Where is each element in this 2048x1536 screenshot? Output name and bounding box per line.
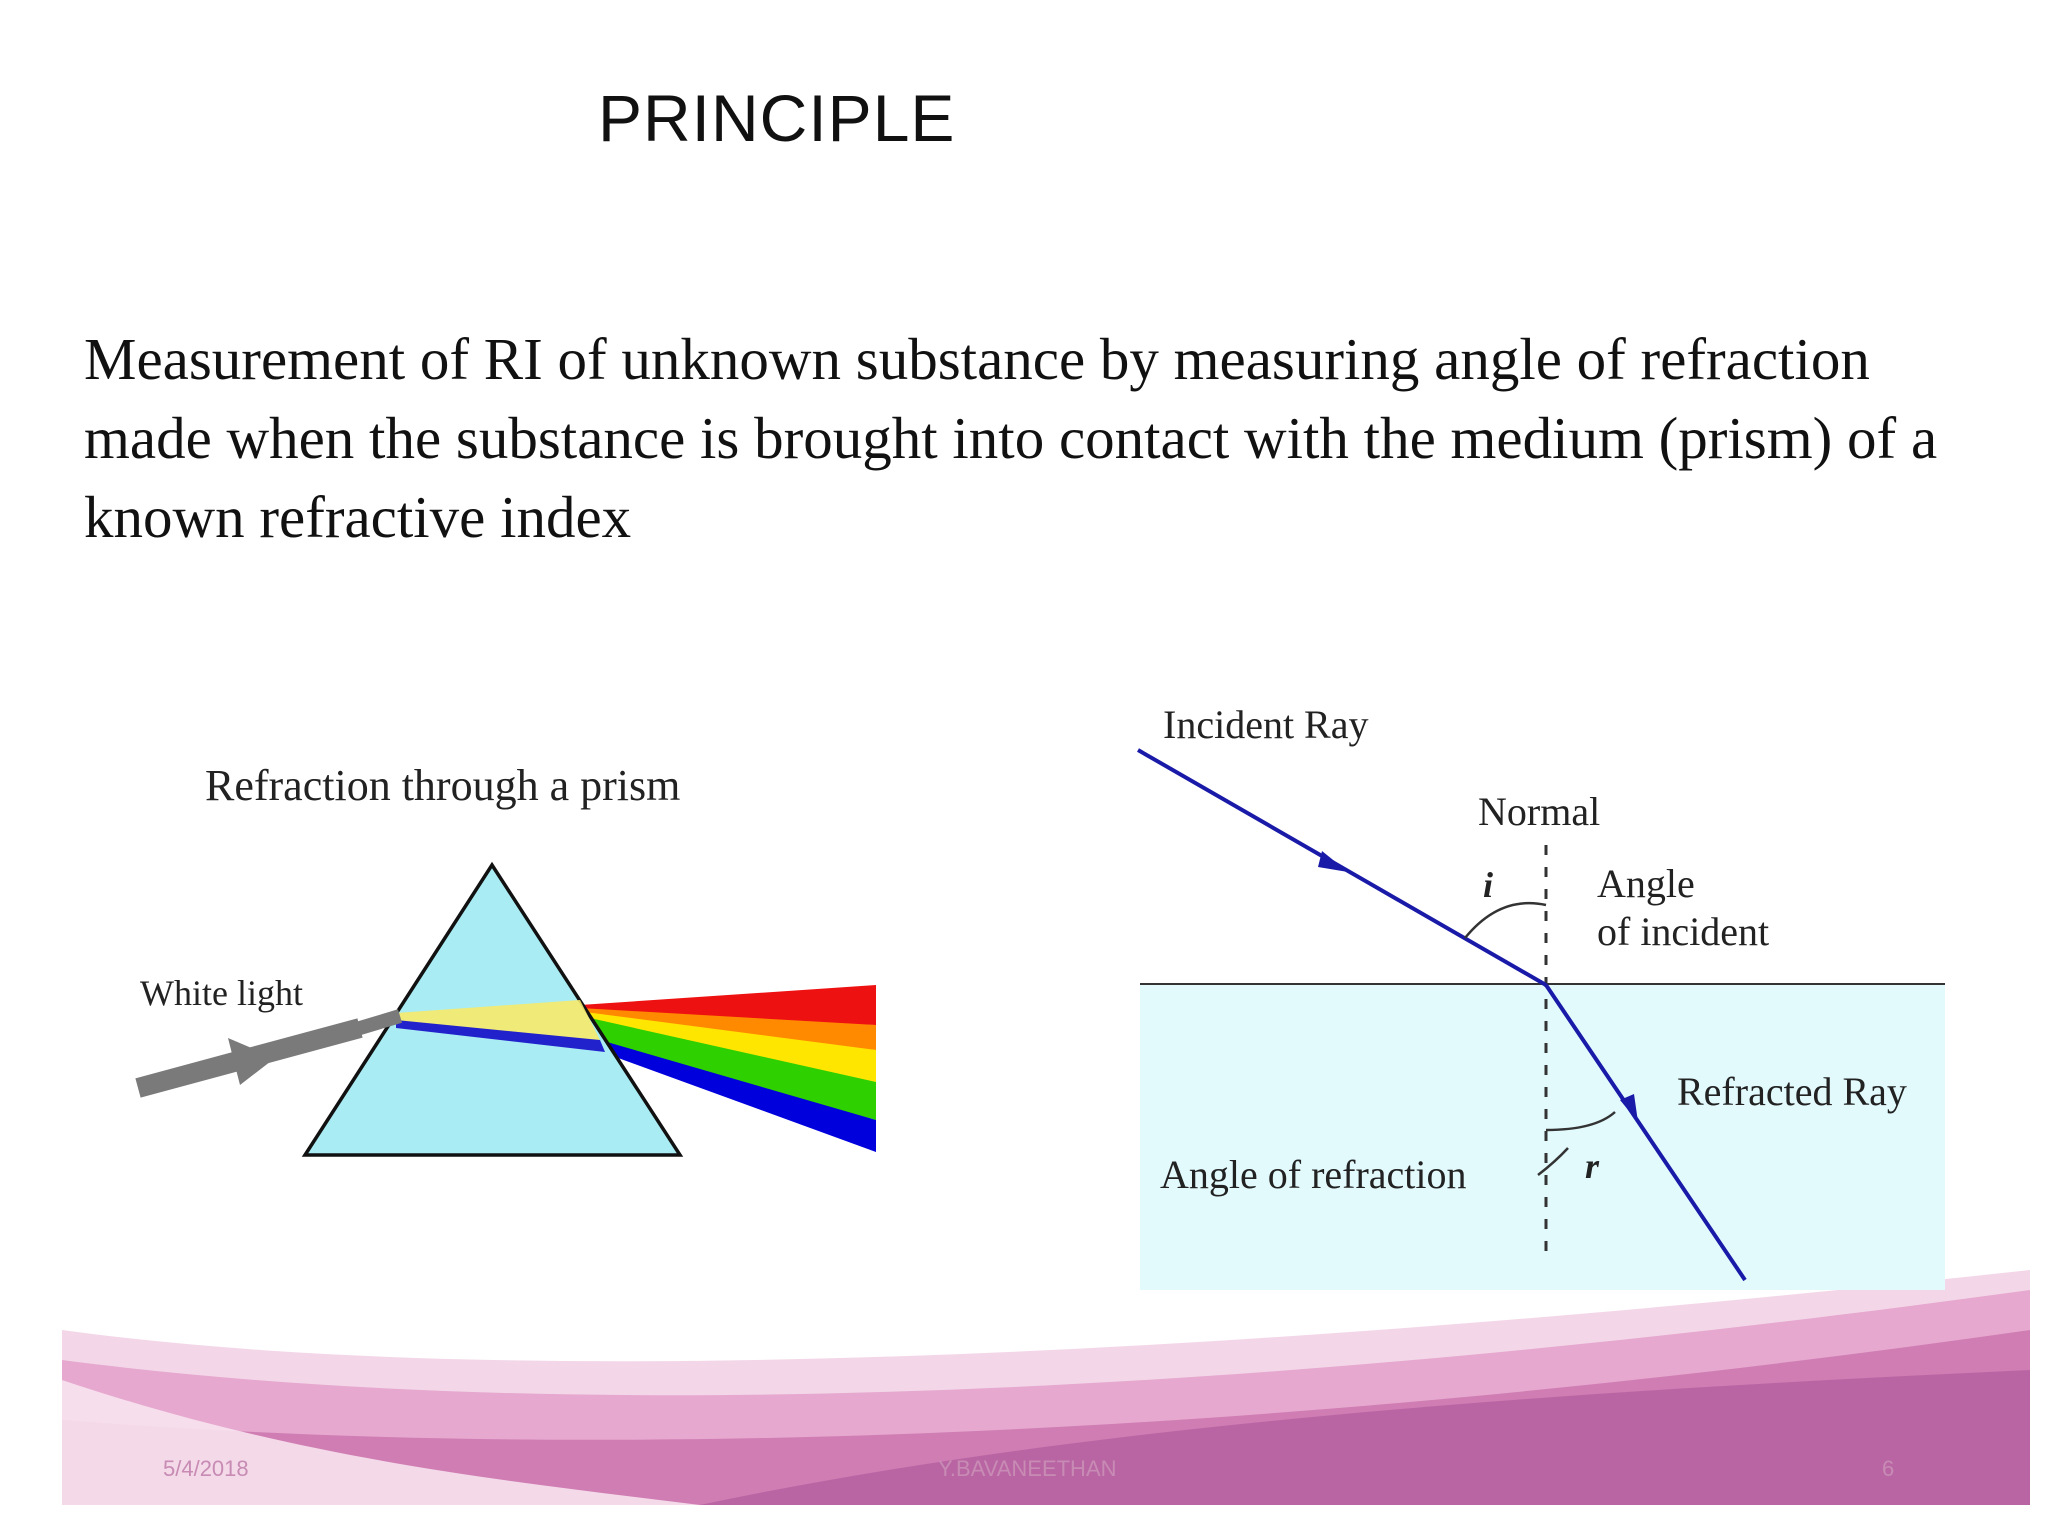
refracted-ray-label: Refracted Ray bbox=[1677, 1069, 1907, 1114]
incident-ray-label: Incident Ray bbox=[1163, 702, 1369, 747]
white-light-label: White light bbox=[140, 973, 303, 1013]
angle-incident-label-line2: of incident bbox=[1597, 909, 1769, 954]
footer-date: 5/4/2018 bbox=[163, 1456, 249, 1481]
angle-r-symbol: r bbox=[1585, 1146, 1600, 1186]
prism-inner-blue bbox=[396, 1020, 605, 1052]
angle-incident-arc bbox=[1464, 901, 1547, 939]
angle-refraction-pointer bbox=[1537, 1147, 1569, 1176]
slide-title: PRINCIPLE bbox=[598, 81, 956, 155]
slide-body: Measurement of RI of unknown substance b… bbox=[84, 326, 1938, 550]
spectrum-band-yellow bbox=[585, 1012, 876, 1082]
angle-incident-label-line1: Angle bbox=[1597, 861, 1695, 906]
prism-diagram: Refraction through a prism White light bbox=[135, 761, 876, 1157]
footer-wave bbox=[62, 1270, 2030, 1505]
refracted-ray-arrowhead bbox=[1620, 1094, 1638, 1122]
spectrum-band-blue bbox=[600, 1040, 876, 1152]
footer-author: Y.BAVANEETHAN bbox=[938, 1456, 1117, 1481]
incident-ray-arrowhead bbox=[1318, 851, 1348, 872]
angle-i-symbol: i bbox=[1483, 865, 1493, 905]
refraction-diagram: Incident Ray Normal i Angle of incident … bbox=[1137, 702, 1945, 1290]
angle-refraction-label: Angle of refraction bbox=[1160, 1152, 1467, 1197]
denser-medium bbox=[1140, 985, 1945, 1290]
prism-inner-light bbox=[396, 1000, 600, 1040]
white-light-entry bbox=[317, 1009, 403, 1047]
normal-label: Normal bbox=[1478, 789, 1600, 834]
spectrum-band-green bbox=[590, 1018, 876, 1120]
footer-page-number: 6 bbox=[1882, 1456, 1895, 1481]
prism-diagram-title: Refraction through a prism bbox=[205, 761, 680, 810]
refracted-ray bbox=[1544, 983, 1747, 1282]
angle-refraction-arc bbox=[1545, 1111, 1616, 1132]
white-light-arrowhead bbox=[228, 1038, 275, 1085]
spectrum-band-orange bbox=[580, 1008, 876, 1050]
